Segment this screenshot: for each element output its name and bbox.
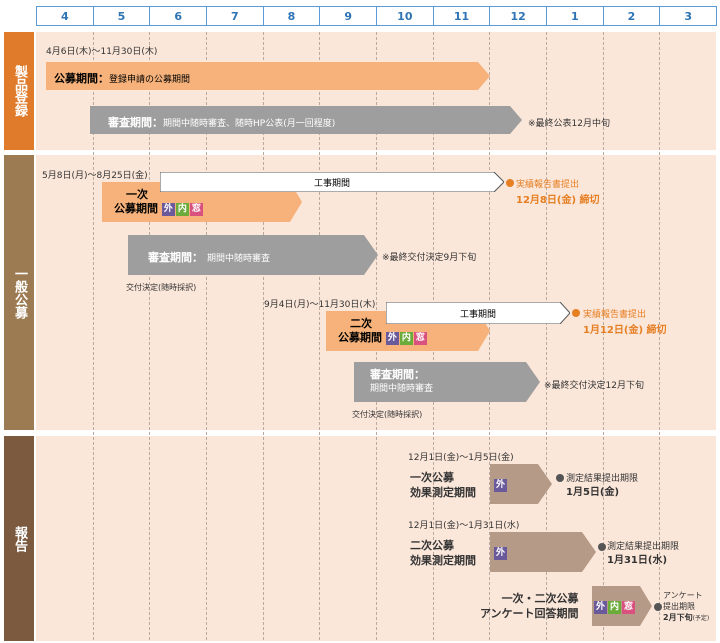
badge-out: 外 [385, 331, 399, 345]
report3-title: 一次・二次公募アンケート回答期間 [480, 592, 579, 620]
month-cell: 9 [319, 6, 377, 26]
first-report-deadline: 12月8日(金) 締切 [516, 195, 600, 206]
grid-line [489, 32, 491, 640]
report3-arrow: 外内窓 [592, 586, 652, 626]
report2-note: 12月1日(金)～1月31日(水) [408, 521, 520, 531]
month-cell: 8 [262, 6, 321, 26]
product-public-arrow: 公募期間：登録申請の公募期間 [46, 62, 490, 90]
product-review-note: ※最終公表12月中旬 [528, 119, 610, 129]
second-grant-note: 交付決定(随時採択) [352, 410, 423, 419]
second-review-note: ※最終交付決定12月下旬 [544, 381, 644, 391]
month-cell: 1 [546, 6, 604, 26]
first-grant-note: 交付決定(随時採択) [126, 283, 197, 292]
general-first-construction-arrow: 工事期間 [160, 172, 504, 192]
report1-note: 12月1日(金)～1月5日(金) [408, 453, 514, 463]
month-cell: 6 [149, 6, 207, 26]
general-first-note: 5月8日(月)～8月25日(金) [42, 171, 148, 181]
second-report-deadline: 1月12日(金) 締切 [583, 325, 667, 336]
report2-title: 二次公募効果測定期間 [410, 539, 476, 567]
badge-out: 外 [494, 478, 507, 492]
month-cell: 7 [206, 6, 264, 26]
first-review-note: ※最終交付決定9月下旬 [382, 253, 477, 263]
badge-in: 内 [608, 600, 621, 614]
grid-line [206, 32, 207, 640]
badge-in: 内 [399, 331, 413, 345]
report3-deadline: アンケート 提出期限 2月下旬(予定) [663, 591, 710, 622]
grid-line [546, 32, 547, 640]
report1-title: 一次公募効果測定期間 [410, 471, 476, 499]
badge-out: 外 [494, 546, 507, 560]
first-report-label: 実績報告書提出 [516, 180, 580, 190]
grid-line [659, 32, 661, 640]
month-cell: 4 [36, 6, 94, 26]
general-first-arrow: 一次 公募期間 外内窓 [102, 182, 302, 222]
badge-window: 窓 [413, 331, 427, 345]
month-cell: 3 [659, 6, 717, 26]
badge-out: 外 [594, 600, 607, 614]
section-label-product: 製品登録 [4, 32, 34, 150]
month-cell: 10 [376, 6, 434, 26]
report1-dot [556, 474, 564, 482]
general-first-review-arrow: 審査期間：期間中随時審査 [128, 235, 378, 275]
general-second-review-arrow: 審査期間： 期間中随時審査 [354, 362, 540, 402]
grid-line [602, 32, 604, 640]
report1-arrow: 外 [490, 464, 552, 504]
month-cell: 5 [92, 6, 151, 26]
grid-line [262, 32, 264, 640]
badge-window: 窓 [189, 202, 203, 216]
first-report-dot [506, 179, 514, 187]
report3-dot [654, 603, 662, 611]
badge-out: 外 [161, 202, 175, 216]
month-cell: 11 [432, 6, 491, 26]
product-period-note: 4月6日(木)～11月30日(木) [46, 47, 158, 57]
month-cell: 12 [489, 6, 547, 26]
section-label-general: 一般公募 [4, 155, 34, 430]
month-cell: 2 [602, 6, 661, 26]
second-report-dot [572, 309, 580, 317]
general-second-construction-arrow: 工事期間 [386, 302, 570, 324]
report2-arrow: 外 [490, 532, 596, 572]
grid-line [149, 32, 151, 640]
report2-dot [598, 543, 606, 551]
general-second-note: 9月4日(月)～11月30日(木) [264, 300, 376, 310]
grid-line [92, 32, 94, 640]
section-label-report: 報告 [4, 436, 34, 641]
badge-in: 内 [175, 202, 189, 216]
grid-line [319, 32, 321, 640]
badge-window: 窓 [622, 600, 635, 614]
second-report-label: 実績報告書提出 [583, 310, 647, 320]
product-review-arrow: 審査期間：期間中随時審査、随時HP公表(月一回程度) [90, 106, 522, 134]
